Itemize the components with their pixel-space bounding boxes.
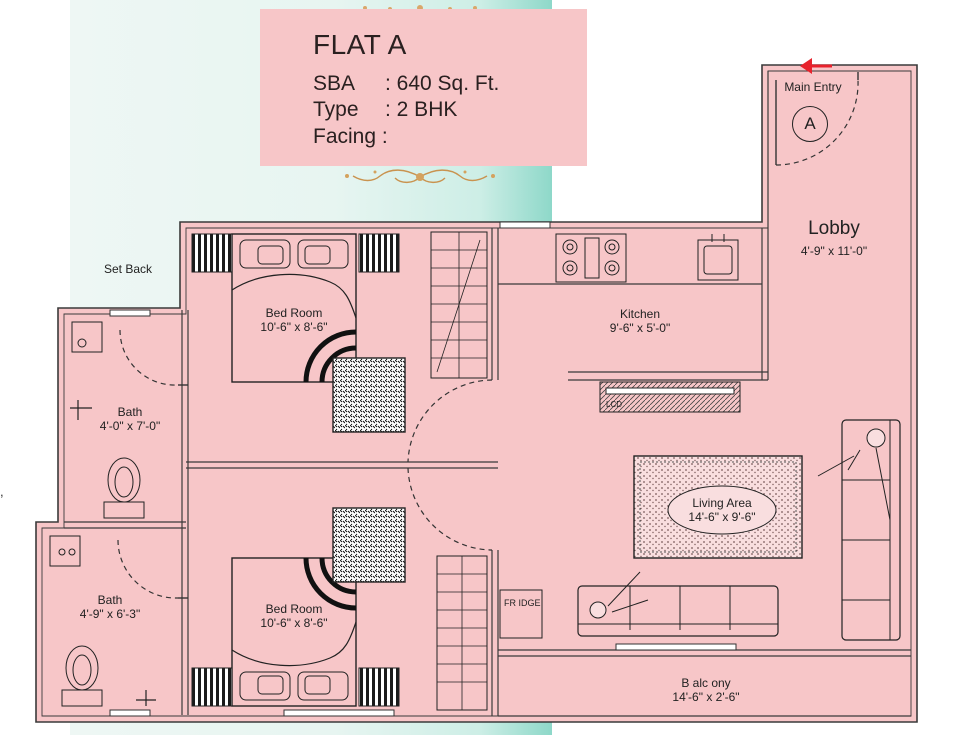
type-value: : 2 BHK [385,98,458,121]
kitchen-dim: 9'-6" x 5'-0" [609,321,671,335]
card-ornament [335,166,505,188]
edge-mark: , [0,484,4,499]
entry-arrow [800,58,832,74]
bath1-label: Bath [117,405,143,419]
sba-row: SBA : 640 Sq. Ft. [313,72,499,96]
lobby-label: Lobby [808,218,860,239]
facing-row: Facing : [313,125,388,149]
bedroom1-label: Bed Room [265,306,323,320]
balcony-dim: 14'-6" x 2'-6" [672,690,740,704]
facing-label: Facing : [313,125,388,148]
sba-value: : 640 Sq. Ft. [385,72,500,95]
fridge-label: FR IDGE [504,598,541,608]
living-label: Living Area [692,496,752,510]
lcd-label: LCD [606,400,623,409]
kitchen-label: Kitchen [619,307,661,321]
bedroom2-label: Bed Room [265,602,323,616]
living-dim: 14'-6" x 9'-6" [688,510,756,524]
main-entry-label: Main Entry [784,80,842,94]
balcony-label: B alc ony [681,676,731,690]
lobby-dim: 4'-9" x 11'-0" [800,244,868,258]
flat-info-card: FLAT A SBA : 640 Sq. Ft. Type : 2 BHK Faci… [260,9,587,166]
type-row: Type : 2 BHK [313,98,457,122]
flat-title: FLAT A [313,29,407,60]
bedroom2-dim: 10'-6" x 8'-6" [260,616,328,630]
sba-label: SBA [313,72,356,95]
bath2-label: Bath [97,593,123,607]
bedroom1-dim: 10'-6" x 8'-6" [260,320,328,334]
set-back-label: Set Back [103,262,153,276]
bath1-dim: 4'-0" x 7'-0" [99,419,161,433]
flat-marker-badge: A [792,106,828,142]
type-label: Type [313,98,359,121]
bath2-dim: 4'-9" x 6'-3" [79,607,141,621]
